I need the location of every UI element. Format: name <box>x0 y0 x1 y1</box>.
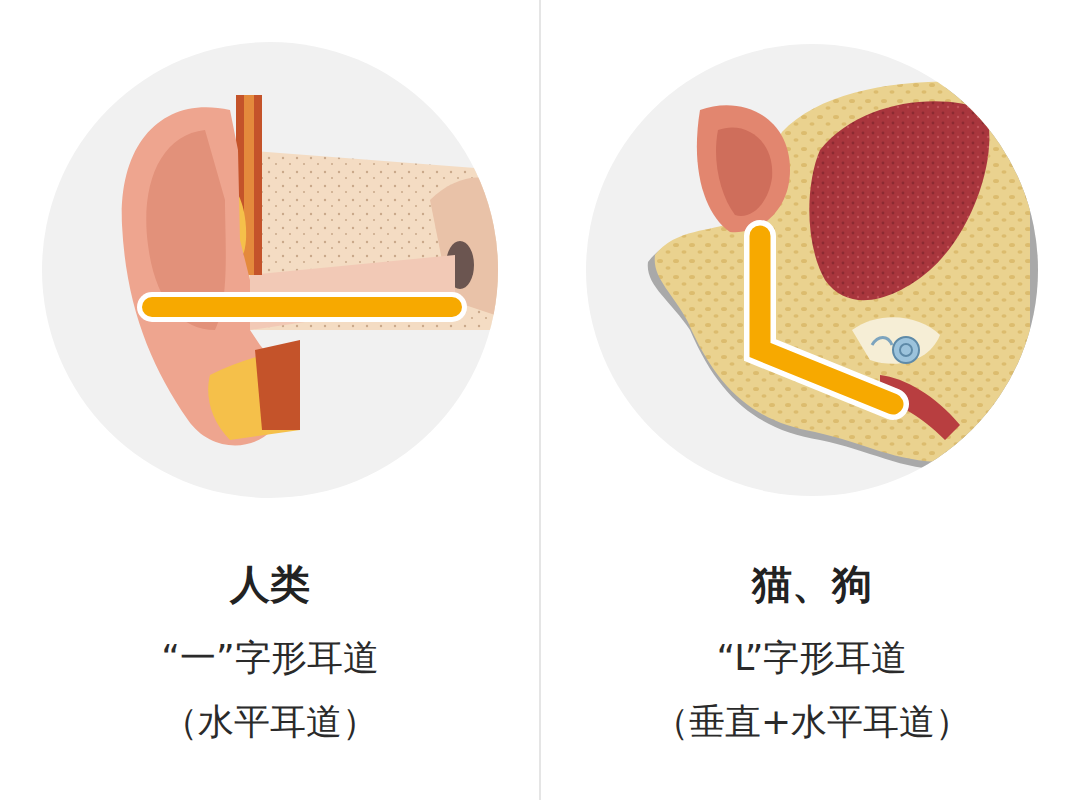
canal-marker <box>760 236 893 404</box>
pinna <box>697 105 790 232</box>
canal-note: （水平耳道） <box>162 700 378 743</box>
species-title: 猫、狗 <box>752 560 872 608</box>
canal-marker <box>137 292 467 322</box>
skull-bone <box>655 81 1030 462</box>
cochlea <box>893 337 919 363</box>
brain <box>809 101 989 300</box>
canal-marker <box>760 236 893 404</box>
muscle-band <box>244 95 254 275</box>
pinna-fold <box>716 127 772 216</box>
canal-note: （垂直+水平耳道） <box>653 700 971 743</box>
animal-ear <box>648 81 1040 470</box>
cochlea <box>900 344 912 356</box>
muscle-band <box>255 340 300 430</box>
divider-line <box>539 0 541 800</box>
species-title: 人类 <box>230 560 310 608</box>
human-ear <box>122 95 510 445</box>
ossicles <box>872 338 892 346</box>
canal-shape: “一”字形耳道 <box>161 636 378 679</box>
ear-canal <box>748 230 905 420</box>
middle-ear <box>852 317 940 364</box>
canal-shape: “L”字形耳道 <box>717 636 908 679</box>
canal-marker <box>142 297 462 317</box>
